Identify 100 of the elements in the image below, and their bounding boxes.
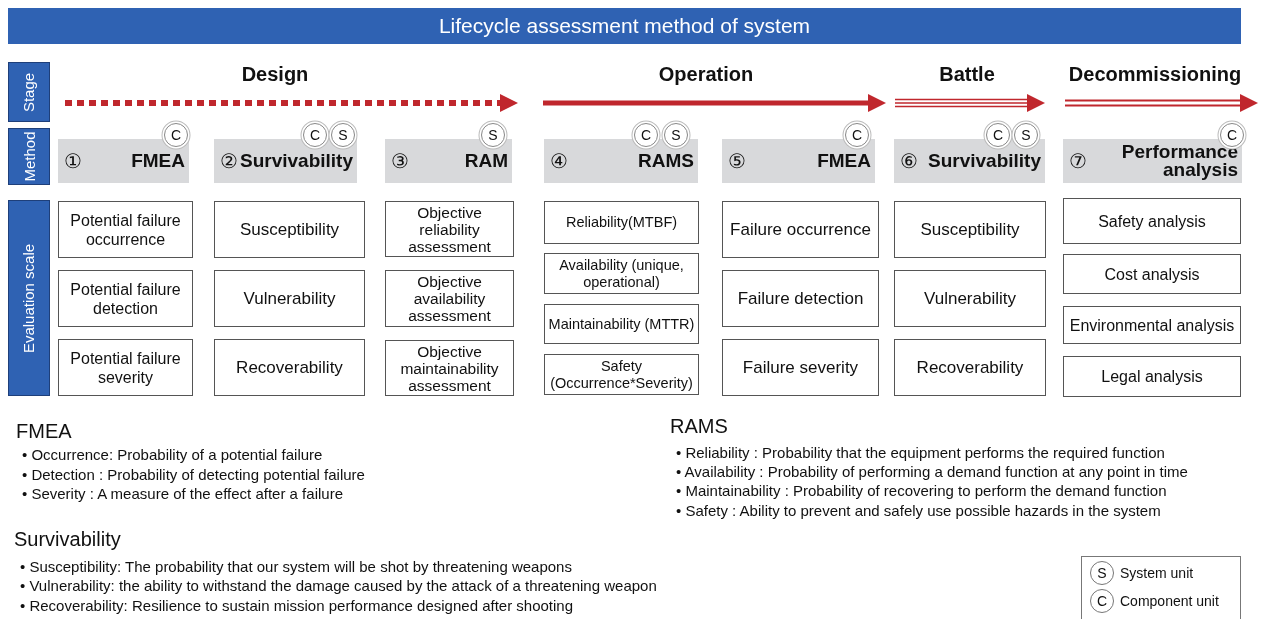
step-number: ⑦ bbox=[1069, 149, 1087, 173]
scale-text: Potential failure detection bbox=[69, 279, 182, 318]
method-header bbox=[544, 139, 698, 183]
scale-text: Failure severity bbox=[742, 358, 859, 377]
method-name: RAMS bbox=[638, 152, 694, 170]
scale-text: Recoverability bbox=[916, 358, 1024, 377]
method-name: FMEA bbox=[131, 152, 185, 170]
scale-text: Availability (unique, operational) bbox=[558, 256, 685, 291]
step-number: ⑤ bbox=[728, 149, 746, 173]
scale-box bbox=[544, 201, 699, 244]
scale-text: Failure detection bbox=[737, 289, 864, 308]
step-number: ① bbox=[64, 149, 82, 173]
scale-text: Objective availability assessment bbox=[407, 273, 492, 324]
unit-badge: C bbox=[164, 123, 188, 147]
scale-box bbox=[1063, 356, 1241, 397]
scale-box bbox=[385, 340, 514, 396]
scale-box bbox=[1063, 254, 1241, 294]
scale-text: Safety (Occurrence*Severity) bbox=[549, 357, 694, 392]
stage-name: Battle bbox=[939, 63, 995, 86]
stage-band bbox=[8, 128, 50, 185]
unit-badge: S bbox=[481, 123, 505, 147]
scale-box bbox=[894, 270, 1046, 327]
scale-box bbox=[544, 304, 699, 344]
unit-badge: S bbox=[331, 123, 355, 147]
scale-box bbox=[722, 270, 879, 327]
stage-name: Design bbox=[241, 63, 309, 86]
scale-box bbox=[58, 201, 193, 258]
title-bar: Lifecycle assessment method of system bbox=[8, 8, 1241, 44]
scale-text: Maintainability (MTTR) bbox=[548, 315, 695, 333]
scale-box bbox=[894, 339, 1046, 396]
method-header bbox=[722, 139, 875, 183]
method-header bbox=[214, 139, 357, 183]
scale-text: Cost analysis bbox=[1104, 264, 1200, 284]
note-text: • Vulnerability: the ability to withstand the damage caused by the attack of a threatening weapon bbox=[20, 577, 657, 594]
step-number: ④ bbox=[550, 149, 568, 173]
note-text: • Detection : Probability of detecting potential failure bbox=[22, 466, 365, 483]
scale-box bbox=[894, 201, 1046, 258]
note-text: • Availability : Probability of performing a demand function at any point in time bbox=[676, 463, 1188, 480]
band-label: Evaluation scale bbox=[20, 243, 38, 353]
method-header bbox=[894, 139, 1045, 183]
scale-box bbox=[214, 270, 365, 327]
scale-box bbox=[385, 270, 514, 327]
scale-box bbox=[1063, 198, 1241, 244]
unit-badge: C bbox=[986, 123, 1010, 147]
method-name: FMEA bbox=[817, 152, 871, 170]
unit-badge: C bbox=[1220, 123, 1244, 147]
scale-text: Susceptibility bbox=[920, 220, 1020, 239]
unit-badge: C bbox=[845, 123, 869, 147]
scale-box bbox=[214, 201, 365, 258]
scale-text: Safety analysis bbox=[1098, 211, 1206, 231]
band-label: Method bbox=[20, 131, 38, 182]
scale-text: Susceptibility bbox=[239, 220, 340, 239]
scale-text: Objective maintainability assessment bbox=[399, 342, 500, 394]
method-name: Survivability bbox=[240, 152, 353, 170]
scale-box bbox=[722, 339, 879, 396]
scale-text: Reliability(MTBF) bbox=[565, 214, 678, 231]
note-text: • Recoverability: Resilience to sustain mission performance designed after shooting bbox=[20, 597, 574, 614]
method-name: RAM bbox=[464, 152, 508, 170]
scale-text: Objective reliability assessment bbox=[407, 203, 492, 255]
band-label: Stage bbox=[20, 72, 38, 112]
method-name: Survivability bbox=[928, 152, 1041, 170]
scale-box bbox=[544, 253, 699, 294]
unit-badge: S bbox=[664, 123, 688, 147]
note-text: • Susceptibility: The probability that our system will be shot by threatening weapons bbox=[20, 558, 572, 575]
scale-text: Potential failure severity bbox=[69, 348, 182, 387]
scale-box bbox=[722, 201, 879, 258]
note-text: • Reliability : Probability that the equipment performs the required function bbox=[676, 444, 1165, 461]
scale-box bbox=[1063, 306, 1241, 344]
method-header bbox=[385, 139, 512, 183]
note-text: • Occurrence: Probability of a potential failure bbox=[22, 446, 323, 463]
note-heading: Survivability bbox=[14, 528, 121, 551]
scale-box bbox=[385, 201, 514, 257]
scale-text: Vulnerability bbox=[924, 289, 1016, 308]
scale-box bbox=[58, 270, 193, 327]
stage-band bbox=[8, 200, 50, 396]
legend-text: Component unit bbox=[1120, 593, 1219, 609]
step-number: ⑥ bbox=[900, 149, 918, 173]
method-header bbox=[1063, 139, 1242, 183]
method-header bbox=[58, 139, 189, 183]
note-text: • Maintainability : Probability of recovering to perform the demand function bbox=[676, 482, 1167, 499]
unit-badge: C bbox=[303, 123, 327, 147]
note-heading: RAMS bbox=[670, 415, 728, 438]
stage-name: Decommissioning bbox=[1068, 63, 1242, 86]
scale-box bbox=[214, 339, 365, 396]
unit-badge: C bbox=[634, 123, 658, 147]
stage-band bbox=[8, 62, 50, 122]
legend-text: System unit bbox=[1120, 565, 1194, 581]
note-text: • Safety : Ability to prevent and safely use possible hazards in the system bbox=[676, 502, 1161, 519]
unit-badge: S bbox=[1014, 123, 1038, 147]
scale-text: Failure occurrence bbox=[730, 220, 871, 239]
scale-text: Potential failure occurrence bbox=[69, 210, 182, 249]
scale-box bbox=[58, 339, 193, 396]
note-text: • Severity : A measure of the effect after a failure bbox=[22, 485, 343, 502]
scale-text: Legal analysis bbox=[1101, 367, 1203, 386]
step-number: ③ bbox=[391, 149, 409, 173]
scale-text: Recoverability bbox=[236, 358, 343, 377]
stage-name: Operation bbox=[658, 63, 754, 86]
note-heading: FMEA bbox=[16, 420, 72, 443]
scale-text: Vulnerability bbox=[243, 289, 336, 308]
step-number: ② bbox=[220, 149, 238, 173]
